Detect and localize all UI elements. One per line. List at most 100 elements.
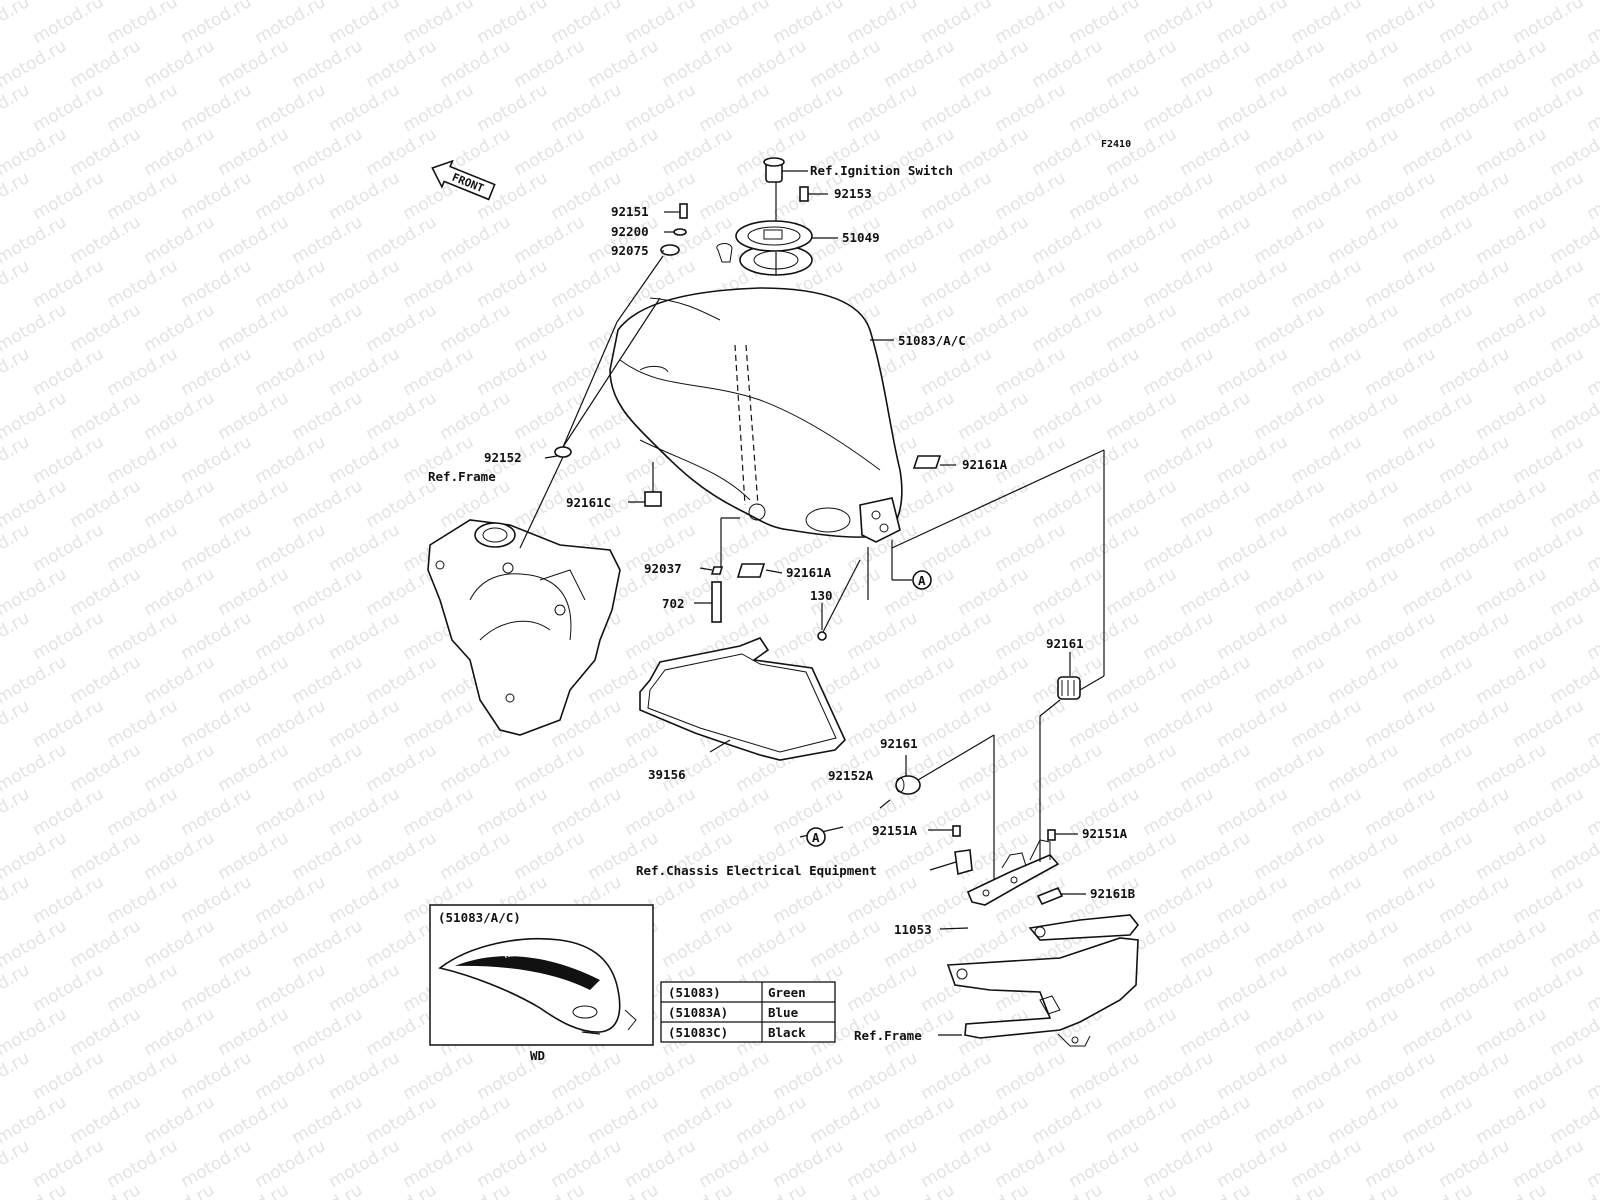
- watermark-260: motod.ru: [1399, 388, 1477, 444]
- watermark-657: motod.ru: [622, 1136, 700, 1192]
- watermark-649: motod.ru: [30, 1136, 108, 1192]
- watermark-481: motod.ru: [0, 828, 70, 884]
- watermark-180: motod.ru: [844, 256, 922, 312]
- watermark-451: motod.ru: [1325, 740, 1403, 796]
- watermark-69: motod.ru: [1473, 36, 1551, 92]
- watermark-401: motod.ru: [1177, 652, 1255, 708]
- watermark-32: motod.ru: [548, 0, 626, 48]
- watermark-427: motod.ru: [1362, 696, 1440, 752]
- watermark-328: motod.ru: [1140, 520, 1218, 576]
- watermark-403: motod.ru: [1325, 652, 1403, 708]
- watermark-470: motod.ru: [992, 784, 1070, 840]
- watermark-303: motod.ru: [1029, 476, 1107, 532]
- watermark-230: motod.ru: [992, 344, 1070, 400]
- callout-39156: 39156: [648, 767, 686, 782]
- watermark-692: motod.ru: [1399, 1180, 1477, 1200]
- watermark-37: motod.ru: [918, 0, 996, 48]
- watermark-618: motod.ru: [1288, 1048, 1366, 1104]
- watermark-690: motod.ru: [1251, 1180, 1329, 1200]
- watermark-484: motod.ru: [215, 828, 293, 884]
- watermark-232: motod.ru: [1140, 344, 1218, 400]
- watermark-189: motod.ru: [1510, 256, 1588, 312]
- watermark-272: motod.ru: [548, 432, 626, 488]
- callout-51083ac: 51083/A/C: [898, 333, 966, 348]
- watermark-373: motod.ru: [918, 608, 996, 664]
- watermark-611: motod.ru: [770, 1048, 848, 1104]
- table-code-2: (51083C): [668, 1025, 728, 1040]
- watermark-188: motod.ru: [1436, 256, 1514, 312]
- pad-39156: [640, 638, 845, 760]
- watermark-256: motod.ru: [1103, 388, 1181, 444]
- watermark-154: motod.ru: [659, 212, 737, 268]
- watermark-236: motod.ru: [1436, 344, 1514, 400]
- watermark-426: motod.ru: [1288, 696, 1366, 752]
- watermark-307: motod.ru: [1325, 476, 1403, 532]
- watermark-459: motod.ru: [178, 784, 256, 840]
- watermark-661: motod.ru: [918, 1136, 996, 1192]
- watermark-209: motod.ru: [1177, 300, 1255, 356]
- watermark-185: motod.ru: [1214, 256, 1292, 312]
- watermark-410: motod.ru: [104, 696, 182, 752]
- watermark-693: motod.ru: [1473, 1180, 1551, 1200]
- watermark-629: motod.ru: [289, 1092, 367, 1148]
- watermark-121: motod.ru: [30, 168, 108, 224]
- watermark-642: motod.ru: [1251, 1092, 1329, 1148]
- watermark-448: motod.ru: [1103, 740, 1181, 796]
- watermark-638: motod.ru: [955, 1092, 1033, 1148]
- watermark-430: motod.ru: [1584, 696, 1600, 752]
- watermark-229: motod.ru: [918, 344, 996, 400]
- watermark-540: motod.ru: [807, 916, 885, 972]
- watermark-639: motod.ru: [1029, 1092, 1107, 1148]
- watermark-498: motod.ru: [1251, 828, 1329, 884]
- watermark-183: motod.ru: [1066, 256, 1144, 312]
- watermark-353: motod.ru: [1177, 564, 1255, 620]
- watermark-61: motod.ru: [881, 36, 959, 92]
- watermark-91: motod.ru: [1362, 80, 1440, 136]
- watermark-97: motod.ru: [0, 124, 70, 180]
- watermark-53: motod.ru: [289, 36, 367, 92]
- watermark-341: motod.ru: [289, 564, 367, 620]
- ignition-key-cylinder: [764, 158, 784, 182]
- watermark-529: motod.ru: [0, 916, 70, 972]
- watermark-388: motod.ru: [215, 652, 293, 708]
- watermark-564: motod.ru: [844, 960, 922, 1016]
- grommet-92152: [555, 447, 571, 457]
- watermark-182: motod.ru: [992, 256, 1070, 312]
- watermark-476: motod.ru: [1436, 784, 1514, 840]
- watermark-55: motod.ru: [437, 36, 515, 92]
- watermark-24: motod.ru: [0, 0, 33, 48]
- damper-92161-right: [1058, 677, 1080, 699]
- watermark-137: motod.ru: [1214, 168, 1292, 224]
- callout-ref-frame-bottom: Ref.Frame: [854, 1028, 922, 1043]
- watermark-685: motod.ru: [881, 1180, 959, 1200]
- watermark-339: motod.ru: [141, 564, 219, 620]
- watermark-309: motod.ru: [1473, 476, 1551, 532]
- watermark-104: motod.ru: [511, 124, 589, 180]
- watermark-553: motod.ru: [30, 960, 108, 1016]
- watermark-151: motod.ru: [437, 212, 515, 268]
- watermark-675: motod.ru: [141, 1180, 219, 1200]
- watermark-573: motod.ru: [1510, 960, 1588, 1016]
- watermark-49: motod.ru: [0, 36, 70, 92]
- watermark-654: motod.ru: [400, 1136, 478, 1192]
- watermark-330: motod.ru: [1288, 520, 1366, 576]
- watermark-235: motod.ru: [1362, 344, 1440, 400]
- watermark-514: motod.ru: [696, 872, 774, 928]
- watermark-500: motod.ru: [1399, 828, 1477, 884]
- watermark-516: motod.ru: [844, 872, 922, 928]
- watermark-636: motod.ru: [807, 1092, 885, 1148]
- watermark-499: motod.ru: [1325, 828, 1403, 884]
- watermark-632: motod.ru: [511, 1092, 589, 1148]
- watermark-45: motod.ru: [1510, 0, 1588, 48]
- watermark-676: motod.ru: [215, 1180, 293, 1200]
- watermark-36: motod.ru: [844, 0, 922, 48]
- watermark-405: motod.ru: [1473, 652, 1551, 708]
- watermark-472: motod.ru: [1140, 784, 1218, 840]
- watermark-315: motod.ru: [178, 520, 256, 576]
- callout-92161c: 92161C: [566, 495, 611, 510]
- watermark-105: motod.ru: [585, 124, 663, 180]
- watermark-198: motod.ru: [363, 300, 441, 356]
- watermark-640: motod.ru: [1103, 1092, 1181, 1148]
- watermark-160: motod.ru: [1103, 212, 1181, 268]
